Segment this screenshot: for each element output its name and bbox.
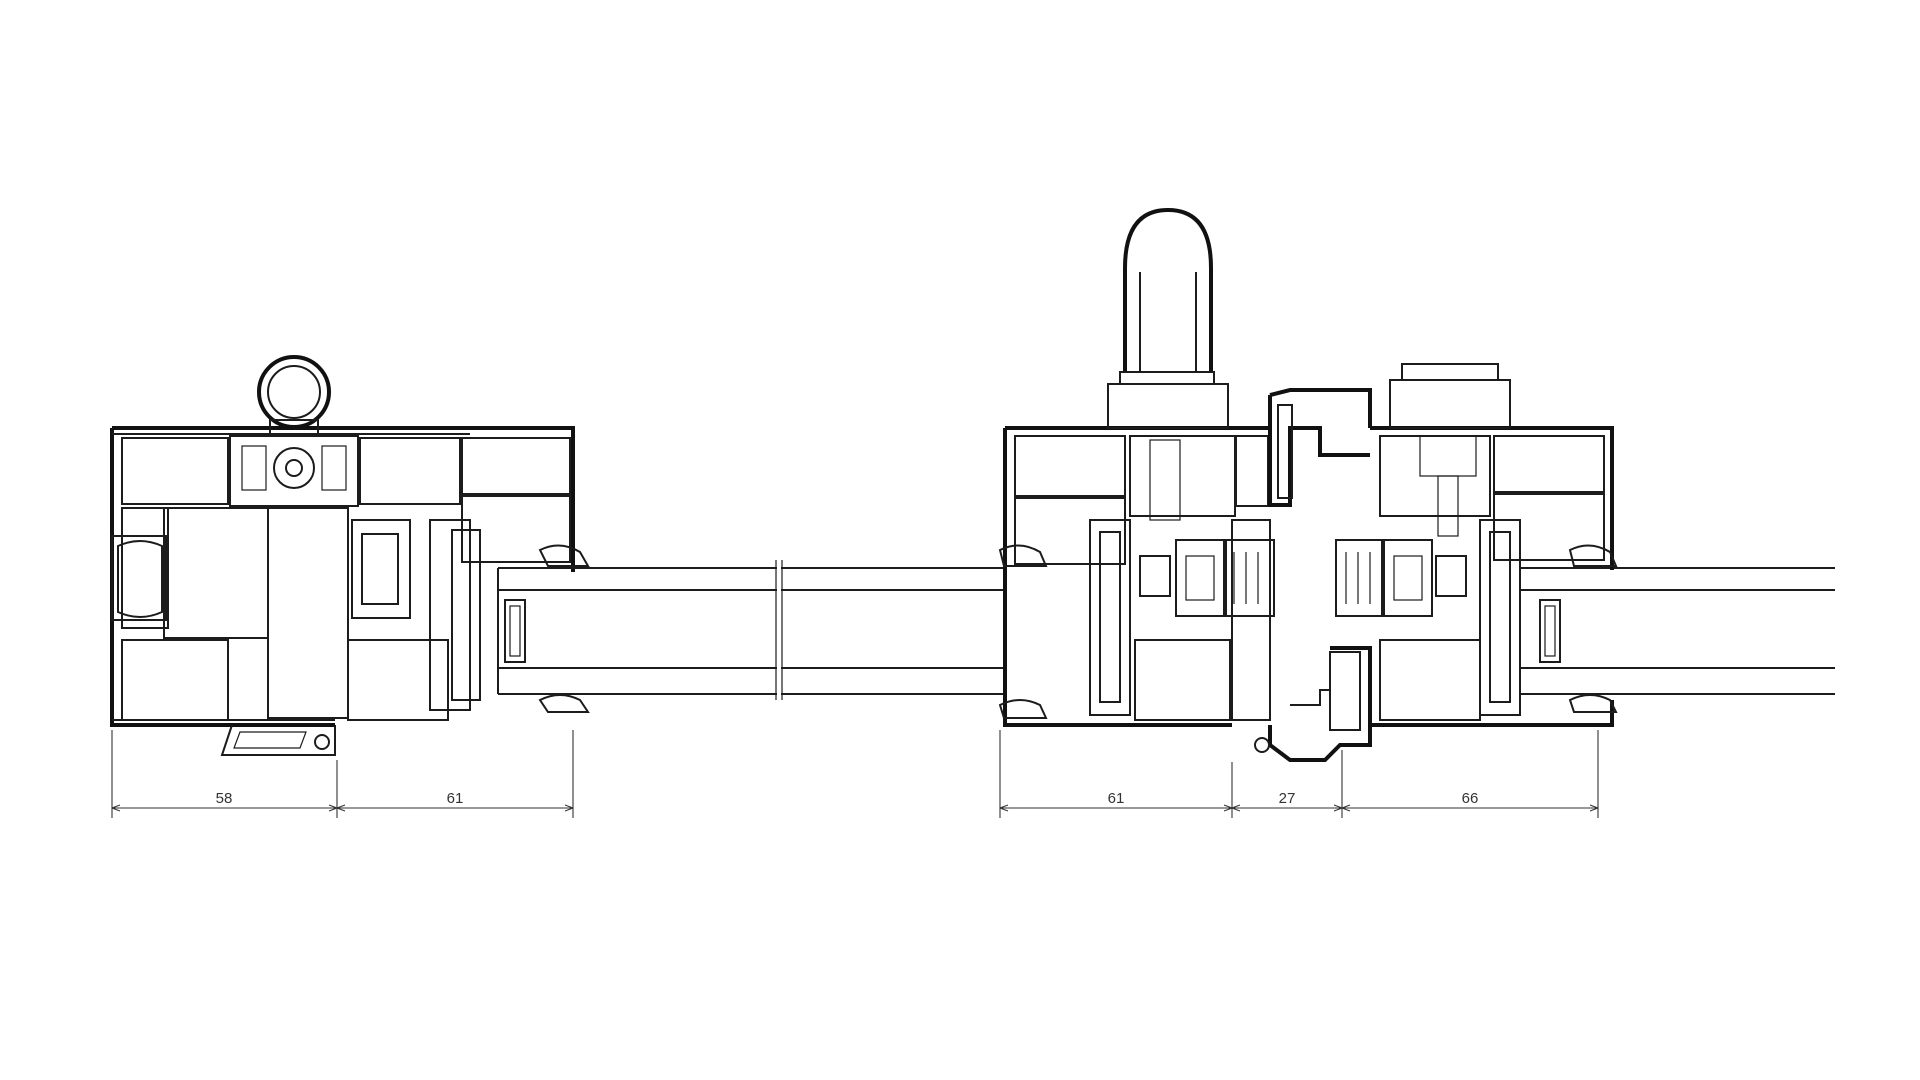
dimension-left-frame-a: 58 (216, 790, 233, 807)
right-frame-assembly (998, 207, 1618, 762)
left-frame-assembly (110, 355, 590, 756)
dimension-right-frame-a: 61 (1108, 790, 1125, 807)
lock-mechanism-left (1139, 539, 1275, 617)
dimension-right-frame-b: 66 (1462, 790, 1479, 807)
lock-mechanism-right (1335, 539, 1467, 617)
glazing-unit (497, 555, 1835, 705)
dimension-lines (111, 730, 1599, 818)
dimension-right-mullion: 27 (1279, 790, 1296, 807)
dimension-left-frame-b: 61 (447, 790, 464, 807)
